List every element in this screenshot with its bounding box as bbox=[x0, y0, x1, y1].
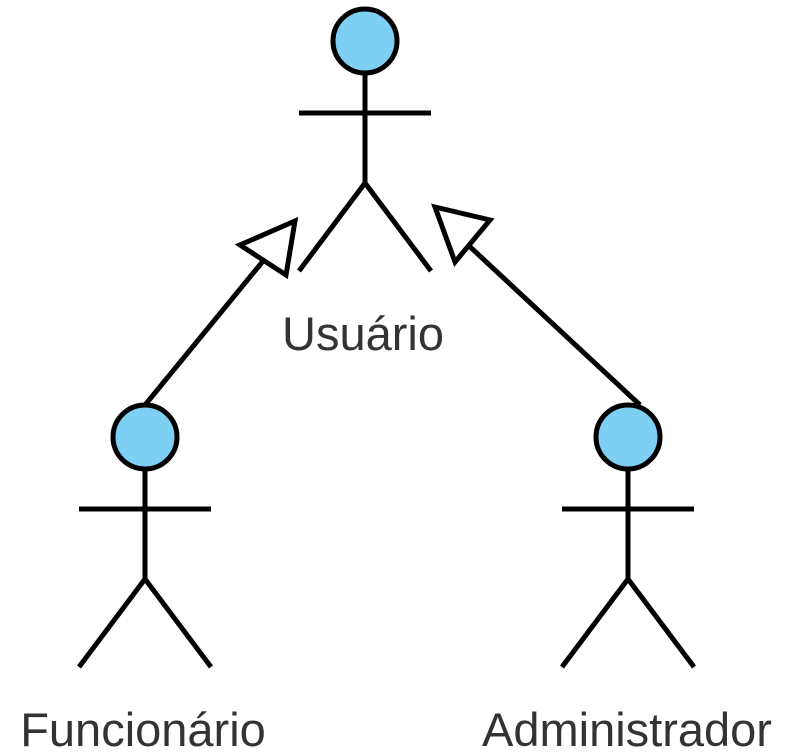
actor-funcionario-right-leg bbox=[143, 577, 213, 669]
actor-administrador[interactable]: Administrador bbox=[482, 402, 772, 756]
actor-usuario-left-leg bbox=[297, 181, 367, 273]
actor-funcionario-left-leg bbox=[77, 577, 147, 669]
generalization-line-funcionario bbox=[143, 253, 270, 407]
generalization-line-administrador bbox=[465, 242, 642, 407]
actor-administrador-right-leg bbox=[626, 577, 696, 669]
actor-administrador-left-leg bbox=[560, 577, 630, 669]
generalization-administrador-to-usuario[interactable] bbox=[431, 203, 642, 407]
actor-usuario-label: Usuário bbox=[282, 307, 444, 360]
generalization-arrowhead-funcionario bbox=[234, 216, 299, 280]
actor-usuario-right-leg bbox=[363, 181, 433, 273]
actor-usuario[interactable]: Usuário bbox=[282, 6, 444, 360]
actor-funcionario-label: Funcionário bbox=[20, 703, 266, 756]
generalization-funcionario-to-usuario[interactable] bbox=[143, 216, 299, 407]
actor-administrador-label: Administrador bbox=[482, 703, 772, 756]
actor-funcionario-head-icon bbox=[110, 402, 180, 472]
generalization-arrowhead-administrador bbox=[431, 203, 495, 267]
actor-administrador-head-icon bbox=[593, 402, 663, 472]
actor-usuario-head-icon bbox=[330, 6, 400, 76]
actor-funcionario[interactable]: Funcionário bbox=[20, 402, 266, 756]
